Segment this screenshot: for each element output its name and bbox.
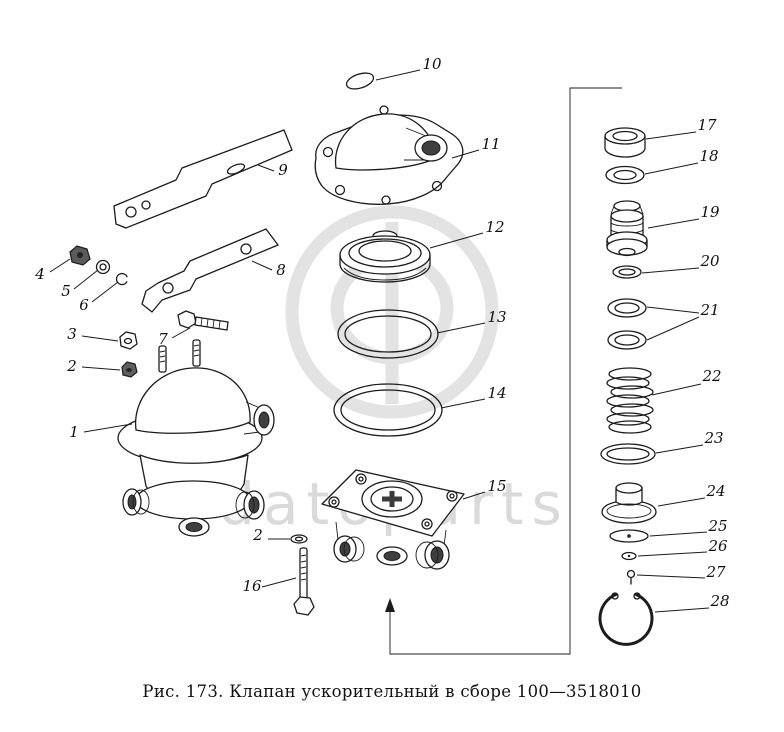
stud-left: [158, 345, 167, 373]
part-9-bracket-upper: [113, 129, 293, 229]
part-22-spring: [606, 367, 654, 434]
part-label-24: 24: [705, 482, 725, 500]
part-18-ring: [605, 165, 645, 185]
part-label-1: 1: [69, 423, 79, 441]
part-label-7: 7: [158, 330, 168, 348]
part-label-28: 28: [709, 592, 729, 610]
leader-line: [257, 164, 275, 172]
leader-line: [451, 149, 480, 159]
leader-line: [462, 491, 486, 500]
part-label-25: 25: [707, 517, 727, 535]
part-label-11: 11: [481, 135, 500, 153]
part-27-screw: [626, 569, 636, 585]
leader-line: [651, 383, 702, 396]
leader-line: [91, 281, 119, 303]
part-label-4: 4: [34, 265, 45, 283]
part-21-rings: [607, 298, 647, 350]
leader-line: [429, 232, 484, 249]
leader-line: [646, 316, 700, 341]
part-24-cap: [601, 482, 657, 524]
part-11-upper-cover: [314, 105, 464, 205]
part-label-18: 18: [699, 147, 718, 165]
leader-line: [655, 444, 704, 454]
part-23-ring: [600, 443, 656, 465]
part-label-6: 6: [79, 296, 89, 314]
part-14-seal-ring: [333, 383, 443, 437]
part-3-nut: [119, 331, 138, 350]
leader-line: [646, 306, 700, 314]
part-4-nut: [69, 245, 91, 266]
figure-caption: Рис. 173. Клапан ускорительный в сборе 1…: [142, 682, 642, 701]
part-7-bolt: [177, 310, 229, 331]
arrow-up-icon: [385, 598, 395, 612]
part-label-2: 2: [66, 357, 77, 375]
part-15-lower-cover: [321, 469, 465, 570]
leader-line: [73, 269, 99, 290]
part-label-14: 14: [487, 384, 506, 402]
part-label-21: 21: [699, 301, 719, 319]
leader-line: [251, 260, 273, 271]
part-label-23: 23: [703, 429, 723, 447]
part-label-20: 20: [699, 252, 720, 270]
reference-line: [385, 87, 622, 655]
leader-line: [644, 162, 699, 175]
part-label-9: 9: [278, 161, 288, 179]
part-label-19: 19: [700, 203, 720, 221]
leader-line: [81, 335, 119, 342]
leader-line: [636, 574, 706, 579]
part-label-22: 22: [701, 367, 721, 385]
part-label-26: 26: [707, 537, 728, 555]
part-label-2: 2: [252, 526, 263, 544]
leader-line: [83, 423, 133, 433]
leader-line: [645, 131, 697, 140]
part-5-washer: [95, 259, 111, 275]
leader-line: [81, 366, 121, 371]
part-label-17: 17: [697, 116, 717, 134]
part-label-5: 5: [61, 282, 71, 300]
leader-line: [440, 398, 486, 409]
leader-line: [49, 258, 71, 273]
part-17-cup: [604, 127, 646, 158]
part-26-washer-small: [621, 551, 637, 561]
part-label-3: 3: [67, 325, 77, 343]
part-label-12: 12: [485, 218, 504, 236]
part-1-valve-body: [117, 339, 275, 537]
part-28-snap-ring: [598, 592, 654, 646]
part-12-piston: [339, 230, 431, 283]
part-13-seal-ring: [337, 309, 439, 359]
part-label-27: 27: [705, 563, 726, 581]
part-label-8: 8: [276, 261, 286, 279]
part-labels: 1234567891011121314151621718192021222324…: [34, 55, 730, 613]
part-10-seal: [345, 72, 375, 90]
part-19-valve: [606, 200, 648, 257]
stud-right: [192, 339, 201, 367]
part-2-nut: [121, 361, 138, 378]
leader-line: [375, 69, 421, 81]
leader-line: [641, 267, 700, 274]
part-25-diaphragm-disc: [609, 529, 649, 543]
part-label-10: 10: [422, 55, 442, 73]
part-8-bracket-lower: [141, 228, 279, 313]
part-6-lockwasher: [115, 272, 128, 286]
leader-line: [171, 327, 191, 339]
leader-line: [657, 497, 706, 507]
leader-line: [637, 551, 708, 557]
leader-line: [654, 607, 710, 613]
part-label-15: 15: [487, 477, 506, 495]
part-2b-washer: [290, 534, 308, 544]
leader-line: [261, 577, 297, 588]
leader-line: [436, 322, 486, 334]
part-16-bolt: [293, 547, 315, 616]
leader-line: [649, 531, 708, 537]
part-label-13: 13: [487, 308, 506, 326]
leader-line: [647, 218, 700, 229]
part-20-ring: [612, 265, 642, 279]
part-label-16: 16: [242, 577, 262, 595]
